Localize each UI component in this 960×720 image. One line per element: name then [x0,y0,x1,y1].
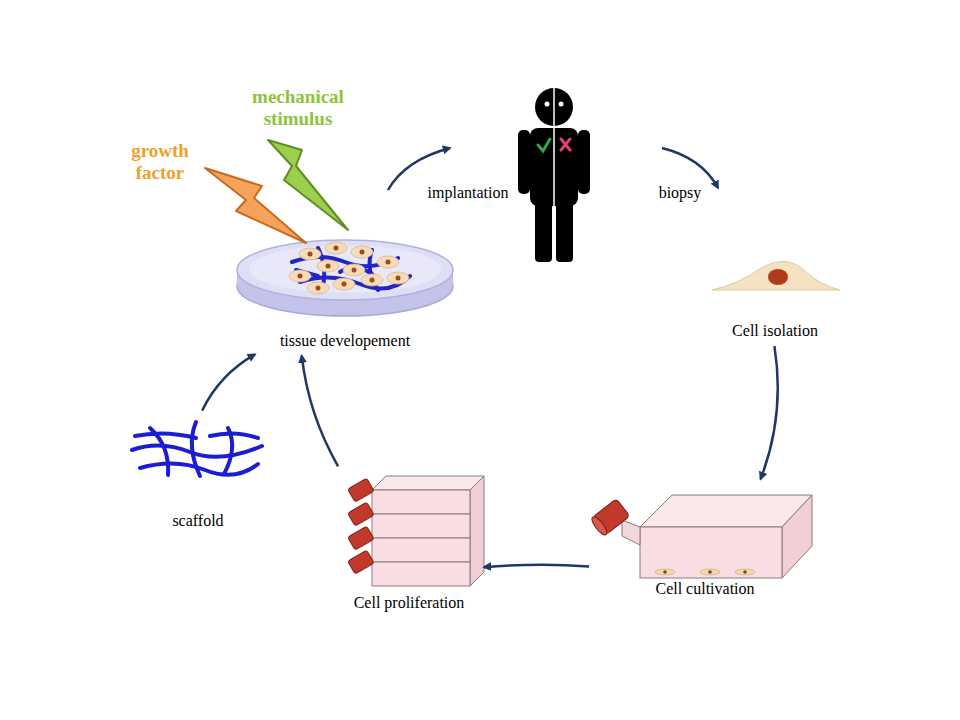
flask-stack [348,476,484,586]
stage-node: Cell cultivation [595,485,815,598]
stage-node: Cell isolation [705,262,845,340]
stage-label: scaffold [172,512,223,530]
petri-dish [237,240,453,316]
stimulus-label: growth factor [118,140,202,184]
stage-label: tissue developement [280,332,410,350]
arrow-label: implantation [422,184,514,202]
stage-label: Cell isolation [732,322,818,340]
flow-arrow [302,356,338,467]
flow-arrow [202,354,255,410]
dish-nuclei [298,246,401,291]
dish-cells [289,242,409,294]
stage-node: Cell proliferation [340,472,478,612]
arrow-label: biopsy [652,184,708,202]
patient-figure [518,88,590,262]
flow-arrow [761,346,778,479]
isolated-cell [712,261,840,290]
stage-label: Cell cultivation [655,580,754,598]
culture-flask [589,495,812,578]
stimulus-label: mechanical stimulus [237,86,359,130]
flow-arrow [484,565,589,567]
implantation-arrow [388,148,450,190]
biopsy-arrow [662,148,718,188]
stage-label: Cell proliferation [354,594,465,612]
scaffold-fibres [132,422,262,476]
stage-node: tissue developement [232,222,458,350]
mechanical-stimulus-bolt [268,140,348,230]
stage-node: scaffold [128,415,268,530]
